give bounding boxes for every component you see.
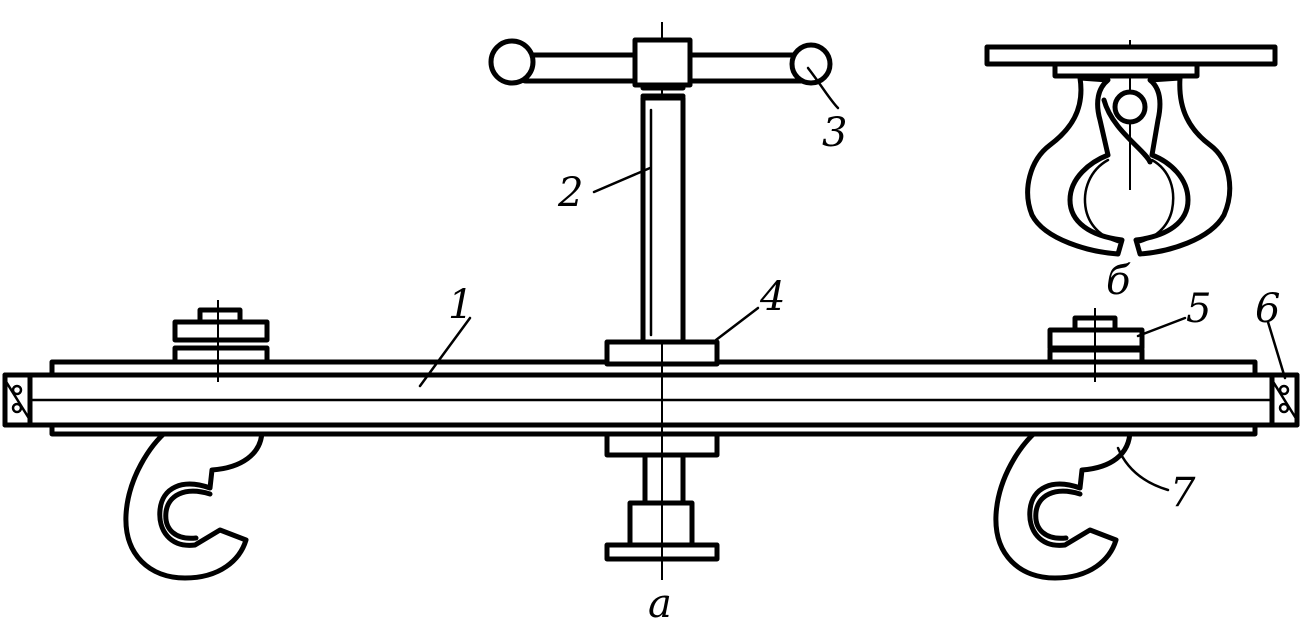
hook-left <box>123 427 265 581</box>
detail-nut <box>1052 61 1200 79</box>
leader-2 <box>592 166 652 194</box>
clamp-right <box>1047 308 1145 382</box>
detail-plate <box>984 44 1278 67</box>
label-handle: 3 <box>822 110 847 156</box>
leader-6 <box>1266 320 1287 380</box>
label-hook: 7 <box>1170 470 1196 516</box>
label-screw: 2 <box>557 170 583 216</box>
label-view-b: б <box>1106 258 1131 304</box>
leader-7 <box>1116 446 1170 492</box>
labels: 1 2 3 4 5 6 7 а б <box>448 110 1280 627</box>
lower-nut <box>604 430 720 562</box>
clamp-left <box>172 300 270 382</box>
detail-pin <box>1112 89 1148 125</box>
handle <box>488 37 833 99</box>
leader-4 <box>714 306 760 342</box>
leader-1 <box>418 316 472 388</box>
leader-lines <box>418 66 1287 492</box>
leader-3 <box>806 66 840 110</box>
end-part-left <box>2 372 33 428</box>
label-view-a: а <box>648 581 672 627</box>
leader-5 <box>1136 316 1187 338</box>
view-a <box>2 22 1300 581</box>
beam <box>2 359 1300 437</box>
view-b <box>984 40 1278 257</box>
label-nut: 4 <box>759 274 785 320</box>
detail-jaws <box>1025 75 1233 257</box>
label-clamp: 5 <box>1186 286 1211 332</box>
end-part-right <box>1269 372 1300 428</box>
label-end-part: 6 <box>1255 286 1280 332</box>
screw <box>640 95 686 345</box>
hook-right <box>993 427 1133 581</box>
label-beam: 1 <box>448 282 473 328</box>
